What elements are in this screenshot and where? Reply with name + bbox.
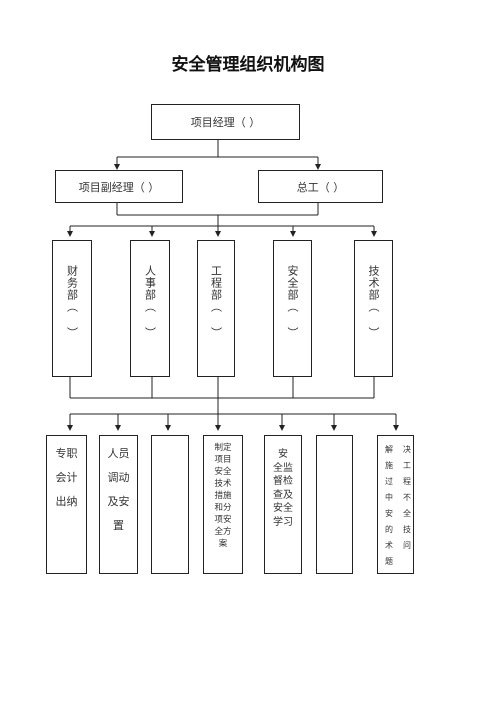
duty-text: 解 决 施 工 过 程 中 不 安 全 的 技 术 问 题 (385, 445, 412, 566)
duty-box-technical: 解 决 施 工 过 程 中 不 安 全 的 技 术 问 题 (377, 435, 414, 574)
dept-label: 安全部（ ） (286, 265, 299, 339)
project-manager-box: 项目经理（ ） (151, 104, 300, 140)
finance-dept-box: 财务部（ ） (52, 240, 92, 377)
duty-box-empty-1 (151, 435, 189, 574)
hr-dept-box: 人事部（ ） (130, 240, 170, 377)
technical-dept-box: 技术部（ ） (354, 240, 393, 377)
engineering-dept-box: 工程部（ ） (197, 240, 235, 377)
duty-box-hr: 人员 调动 及安 置 (99, 435, 138, 574)
duty-text: 专职 会计 出纳 (55, 447, 78, 508)
duty-box-engineering: 制定 项目 安全 技术 措施 和分 项安 全方 案 (203, 435, 243, 574)
deputy-manager-box: 项目副经理（ ） (55, 170, 183, 203)
duty-text: 人员 调动 及安 置 (107, 447, 130, 532)
dept-label: 财务部（ ） (65, 265, 79, 339)
page-title: 安全管理组织机构图 (171, 55, 325, 75)
safety-dept-box: 安全部（ ） (273, 240, 312, 377)
chief-engineer-box: 总工（ ） (258, 170, 383, 203)
dept-label: 技术部（ ） (367, 265, 380, 339)
duty-box-finance: 专职 会计 出纳 (46, 435, 87, 574)
duty-box-safety: 安 全监 督检 查及 安全 学习 (264, 435, 302, 574)
dept-label: 人事部（ ） (143, 265, 157, 339)
duty-box-empty-2 (316, 435, 353, 574)
dept-label: 工程部（ ） (209, 265, 223, 339)
duty-text: 制定 项目 安全 技术 措施 和分 项安 全方 案 (214, 443, 232, 549)
duty-text: 安 全监 督检 查及 安全 学习 (273, 449, 293, 528)
